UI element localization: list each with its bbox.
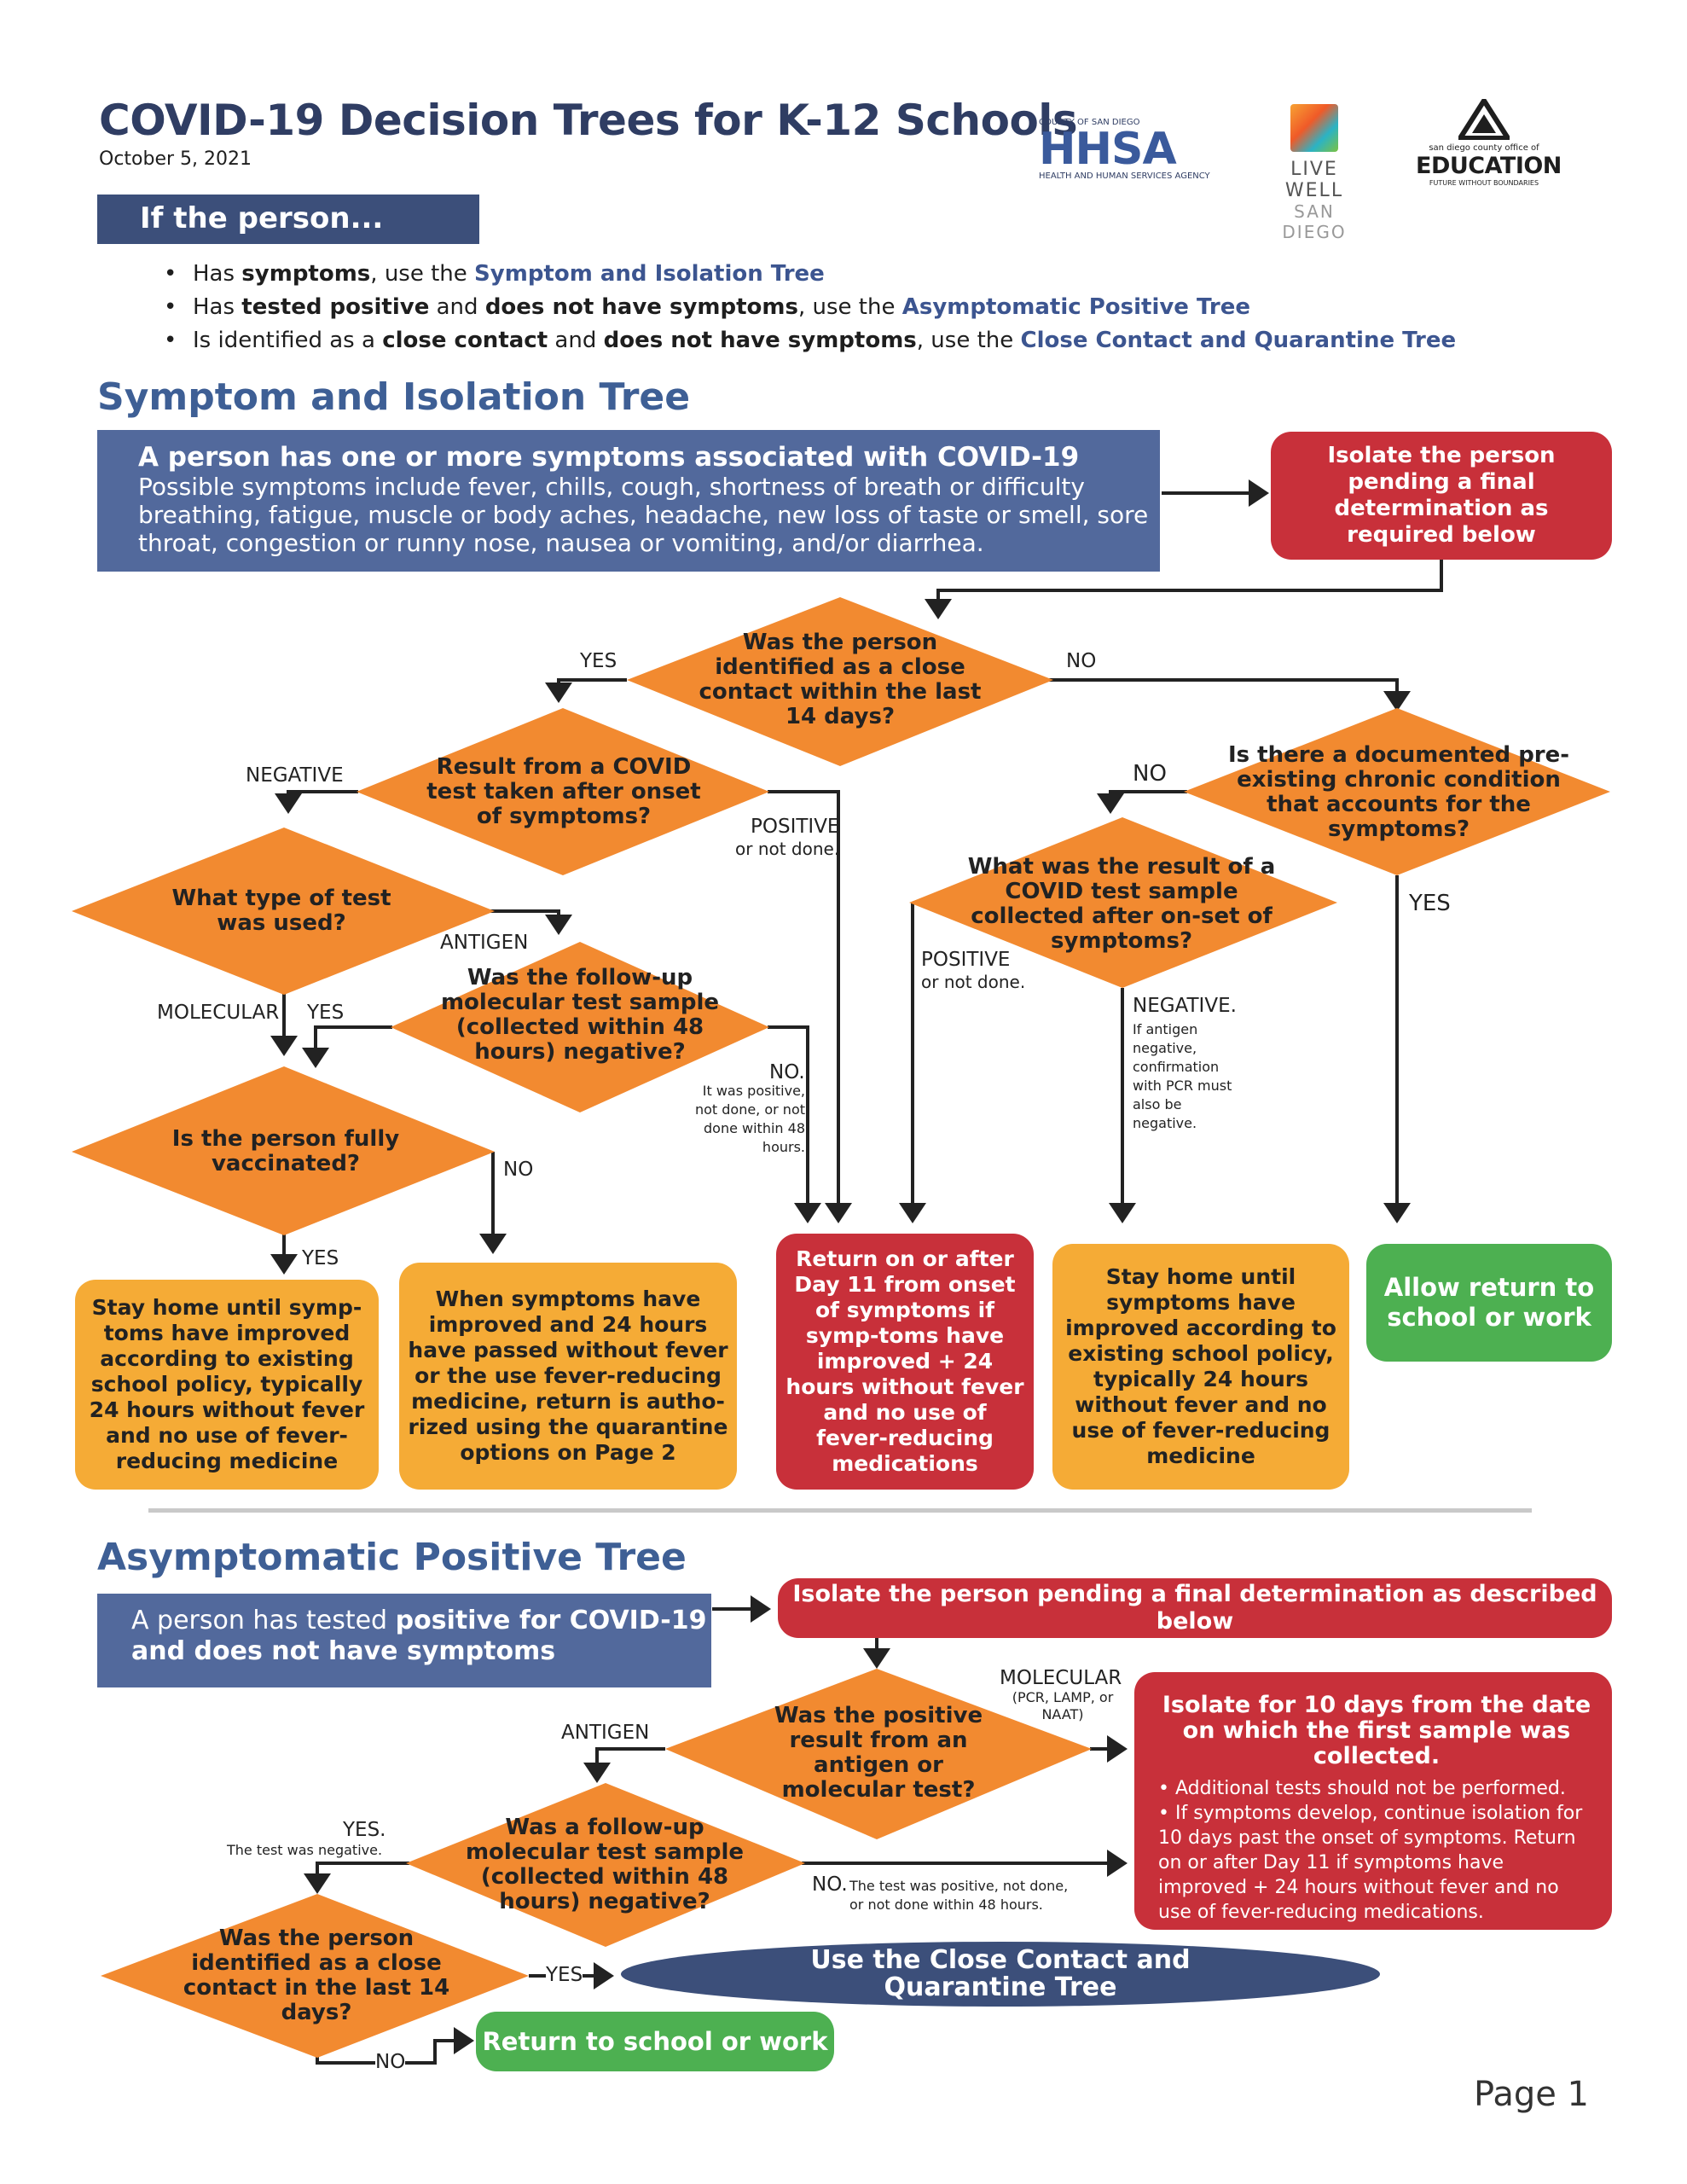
- q-covid-result-text: What was the result of a COVID test samp…: [967, 854, 1276, 954]
- asym-start-box: A person has tested positive for COVID-1…: [97, 1594, 711, 1687]
- asym-tree-heading: Asymptomatic Positive Tree: [97, 1536, 687, 1579]
- hhsa-logo: COUNTY OF SAN DIEGO HHSA HEALTH AND HUMA…: [1039, 118, 1218, 181]
- triangle-logo-icon: [1455, 96, 1513, 141]
- page-number: Page 1: [1474, 2075, 1589, 2114]
- live-well-text: LIVE WELL: [1284, 159, 1344, 201]
- asym-label-antigen: ANTIGEN: [561, 1722, 650, 1744]
- outcome-when-symptoms: When symptoms have improved and 24 hours…: [399, 1263, 737, 1490]
- label-positive-2: POSITIVE: [921, 949, 1011, 971]
- asym-label-yes: YES.: [343, 1819, 386, 1841]
- education-logo: san diego county office of EDUCATION FUT…: [1416, 96, 1562, 201]
- asym-q-close-text: Was the person identified as a close con…: [183, 1926, 450, 2025]
- label-positive-note: or not done.: [735, 839, 840, 859]
- page-date: October 5, 2021: [99, 148, 252, 170]
- q-followup-text: Was the follow-up molecular test sample …: [440, 965, 720, 1065]
- q-test-type-diamond: [72, 828, 495, 995]
- label-no-vacc: NO: [503, 1159, 534, 1181]
- isolate-10-days-bullet-1: • Additional tests should not be perform…: [1158, 1778, 1566, 1799]
- outcome-stay-home-1: Stay home until symp-toms have improved …: [75, 1280, 379, 1490]
- q-covid-result-diamond: [909, 817, 1337, 988]
- asym-label-no-2: NO: [375, 2051, 406, 2073]
- hhsa-logo-main: HHSA: [1039, 124, 1177, 175]
- label-no-followup: NO.: [769, 1061, 805, 1083]
- symptom-start-body: Possible symptoms include fever, chills,…: [138, 473, 1149, 557]
- hhsa-logo-top: COUNTY OF SAN DIEGO: [1039, 118, 1140, 127]
- asym-start-text-b: positive for COVID-19 and does not have …: [131, 1606, 707, 1666]
- use-close-contact-tree: Use the Close Contact and Quarantine Tre…: [621, 1942, 1380, 2007]
- outcome-allow-return: Allow return to school or work: [1366, 1244, 1612, 1362]
- live-well-logo: LIVE WELL SAN DIEGO: [1259, 104, 1370, 242]
- symptom-tree-heading: Symptom and Isolation Tree: [97, 375, 691, 419]
- label-molecular: MOLECULAR: [157, 1002, 280, 1024]
- label-positive-2-note: or not done.: [921, 972, 1026, 992]
- outcome-return-day-11: Return on or after Day 11 from onset of …: [776, 1234, 1034, 1490]
- label-negative: NEGATIVE: [246, 764, 344, 787]
- page-title: COVID-19 Decision Trees for K-12 Schools: [99, 96, 1078, 145]
- asym-label-yes-note: The test was negative.: [227, 1842, 383, 1858]
- asym-label-molecular-note: (PCR, LAMP, or NAAT): [1012, 1689, 1114, 1722]
- label-positive: POSITIVE: [751, 816, 840, 838]
- isolate-10-days-bullet-2: • If symptoms develop, continue isolatio…: [1158, 1803, 1583, 1923]
- live-well-icon: [1290, 104, 1338, 152]
- label-yes: YES: [580, 650, 617, 672]
- q-vaccinated-diamond: [72, 1066, 495, 1235]
- label-negative-2: NEGATIVE.: [1133, 995, 1237, 1017]
- asym-label-yes-2: YES: [546, 1964, 583, 1986]
- isolate-pending-box: Isolate the person pending a final deter…: [1271, 432, 1612, 560]
- q-close-contact-diamond: [627, 597, 1053, 766]
- q-chronic-diamond: [1184, 708, 1610, 875]
- asym-label-no-note: The test was positive, not done, or not …: [849, 1878, 1069, 1913]
- q-vaccinated-text: Is the person fully vaccinated?: [171, 1126, 400, 1176]
- asym-label-molecular: MOLECULAR: [1000, 1667, 1122, 1689]
- asym-q-followup-text: Was a follow-up molecular test sample (c…: [465, 1815, 745, 1914]
- q-result-diamond: [357, 708, 769, 875]
- education-logo-tag: FUTURE WITHOUT BOUNDARIES: [1429, 179, 1539, 187]
- isolate-10-days-title: Isolate for 10 days from the date on whi…: [1162, 1692, 1591, 1769]
- label-no-followup-note: It was positive, not done, or not done w…: [694, 1083, 805, 1155]
- q-close-contact-text: Was the person identified as a close con…: [699, 630, 982, 729]
- label-yes-followup: YES: [307, 1002, 345, 1024]
- intro-heading: If the person...: [97, 195, 479, 244]
- q-result-text: Result from a COVID test taken after ons…: [426, 753, 701, 829]
- symptom-start-box: A person has one or more symptoms associ…: [97, 430, 1160, 572]
- isolate-10-days-box: Isolate for 10 days from the date on whi…: [1134, 1672, 1612, 1930]
- q-followup-diamond: [391, 942, 769, 1112]
- label-no: NO: [1066, 650, 1097, 672]
- outcome-stay-home-2: Stay home until symptoms have improved a…: [1052, 1244, 1349, 1490]
- asym-q-type-text: Was the positive result from an antigen …: [774, 1703, 983, 1803]
- label-yes-vacc: YES: [302, 1247, 339, 1269]
- label-no-chronic: NO: [1133, 761, 1167, 787]
- live-well-subtext: SAN DIEGO: [1282, 201, 1347, 242]
- q-chronic-text: Is there a documented pre-existing chron…: [1227, 742, 1570, 842]
- intro-bullet-1: Has symptoms, use the Symptom and Isolat…: [164, 258, 1456, 291]
- intro-bullet-3: Is identified as a close contact and doe…: [164, 324, 1456, 357]
- intro-bullets: Has symptoms, use the Symptom and Isolat…: [164, 258, 1456, 357]
- label-negative-2-note: If antigen negative, confirmation with P…: [1133, 1021, 1232, 1131]
- intro-bullet-2: Has tested positive and does not have sy…: [164, 291, 1456, 324]
- asym-q-type-diamond: [665, 1669, 1092, 1839]
- hhsa-logo-sub: HEALTH AND HUMAN SERVICES AGENCY: [1039, 171, 1210, 181]
- asym-isolate-box: Isolate the person pending a final deter…: [778, 1578, 1612, 1638]
- asym-q-close-diamond: [101, 1894, 529, 2058]
- asym-label-no: NO.: [812, 1873, 848, 1896]
- label-antigen: ANTIGEN: [440, 932, 529, 954]
- education-logo-top: san diego county office of: [1429, 143, 1539, 153]
- symptom-start-title: A person has one or more symptoms associ…: [138, 442, 1080, 473]
- label-yes-chronic: YES: [1409, 891, 1451, 916]
- asym-start-text-a: A person has tested: [131, 1606, 396, 1635]
- education-logo-main: EDUCATION: [1416, 153, 1562, 179]
- asym-q-followup-diamond: [406, 1783, 805, 1947]
- q-test-type-text: What type of test was used?: [171, 886, 391, 936]
- return-to-school-box: Return to school or work: [476, 2012, 834, 2071]
